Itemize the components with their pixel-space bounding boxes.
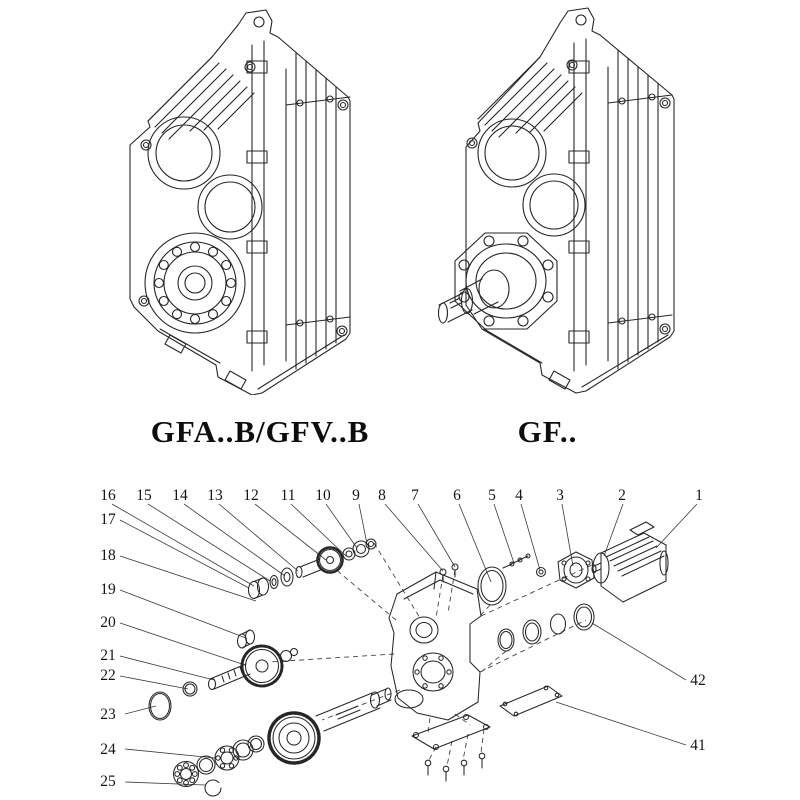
output-shaft bbox=[437, 269, 510, 324]
callout-number-1: 1 bbox=[695, 487, 703, 504]
front-straps bbox=[568, 38, 590, 372]
callout-number-13: 13 bbox=[207, 487, 223, 504]
callout-number-14: 14 bbox=[172, 487, 188, 504]
output-gear-teeth bbox=[267, 711, 321, 765]
callout-number-20: 20 bbox=[100, 614, 116, 631]
gearbox-drawing-gf bbox=[437, 7, 675, 394]
callout-number-24: 24 bbox=[100, 741, 116, 758]
callout-number-18: 18 bbox=[100, 547, 116, 564]
callout-number-17: 17 bbox=[100, 511, 116, 528]
gear-housing bbox=[388, 563, 482, 721]
side-panel-ribs bbox=[607, 49, 673, 370]
front-straps bbox=[246, 40, 268, 372]
side-cover-plate bbox=[499, 685, 563, 717]
callout-number-6: 6 bbox=[453, 487, 461, 504]
lifting-eye-hole bbox=[575, 14, 587, 26]
output-shaft-assembly bbox=[172, 687, 392, 797]
callout-leader-lines bbox=[111, 503, 698, 786]
callout-number-12: 12 bbox=[243, 487, 259, 504]
input-gasket-and-fasteners bbox=[477, 553, 547, 606]
mounting-feet bbox=[483, 328, 669, 390]
bolt-bosses bbox=[138, 61, 349, 337]
callout-number-22: 22 bbox=[100, 667, 116, 684]
callout-number-11: 11 bbox=[281, 487, 296, 504]
callout-number-23: 23 bbox=[100, 706, 116, 723]
intermediate-gear-cluster bbox=[148, 629, 299, 721]
callout-number-42: 42 bbox=[690, 672, 706, 689]
gf-line-art bbox=[437, 7, 675, 394]
electric-motor bbox=[591, 521, 669, 603]
input-bores bbox=[477, 118, 586, 237]
side-panel-ribs bbox=[285, 52, 351, 370]
gearbox-drawing-gfab bbox=[129, 9, 351, 395]
input-shaft-assembly bbox=[247, 538, 377, 600]
gfab-line-art bbox=[129, 9, 351, 395]
callout-number-4: 4 bbox=[515, 487, 523, 504]
bolt-bosses bbox=[466, 59, 671, 335]
model-label-gfab: GFA..B/GFV..B bbox=[150, 414, 370, 449]
input-bores bbox=[147, 116, 263, 240]
callout-number-21: 21 bbox=[100, 647, 116, 664]
callout-number-15: 15 bbox=[136, 487, 152, 504]
output-flange bbox=[454, 232, 558, 330]
assembly-axis-lines bbox=[269, 542, 595, 767]
callout-number-7: 7 bbox=[411, 487, 419, 504]
snap-ring bbox=[204, 779, 222, 797]
lifting-eye-hole bbox=[253, 16, 265, 28]
callout-number-10: 10 bbox=[315, 487, 331, 504]
callout-number-8: 8 bbox=[378, 487, 386, 504]
callout-number-25: 25 bbox=[100, 773, 116, 790]
top-fins bbox=[147, 56, 255, 140]
exploded-parts bbox=[148, 521, 669, 797]
mounting-feet bbox=[159, 328, 345, 390]
callout-numbers: 16 15 14 13 12 11 10 9 8 7 6 5 4 3 2 1 1… bbox=[100, 487, 706, 790]
callout-number-19: 19 bbox=[100, 581, 116, 598]
callout-number-41: 41 bbox=[690, 737, 706, 754]
model-label-gf: GF.. bbox=[517, 414, 578, 449]
input-gear-teeth bbox=[316, 546, 344, 574]
output-bearing bbox=[144, 232, 246, 334]
intermediate-gear-teeth bbox=[240, 644, 284, 688]
callout-number-5: 5 bbox=[488, 487, 496, 504]
motor-adapter-flange bbox=[557, 551, 595, 589]
callout-number-16: 16 bbox=[100, 487, 116, 504]
callout-number-9: 9 bbox=[352, 487, 360, 504]
exploded-parts-diagram: 16 15 14 13 12 11 10 9 8 7 6 5 4 3 2 1 1… bbox=[100, 487, 706, 797]
callout-number-3: 3 bbox=[556, 487, 564, 504]
callout-number-2: 2 bbox=[618, 487, 626, 504]
bottom-gasket-and-bolts bbox=[411, 713, 491, 782]
seal-ring-row bbox=[497, 603, 595, 652]
